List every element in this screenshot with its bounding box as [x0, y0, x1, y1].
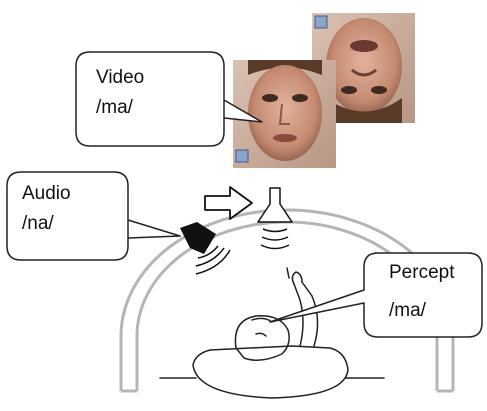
- speaker-outline-icon: [257, 187, 293, 250]
- video-callout-bubble: [75, 51, 263, 147]
- listener-figure: [159, 267, 385, 399]
- video-phoneme: /ma/: [96, 97, 133, 118]
- percept-phoneme: /ma/: [389, 300, 426, 321]
- video-label: Video: [96, 67, 145, 88]
- speaker-icon: [180, 222, 231, 275]
- frame-corner-icon: [314, 15, 328, 29]
- right-arrow-icon: [204, 186, 253, 220]
- frame-corner-icon: [235, 149, 249, 163]
- percept-callout-bubble: [269, 252, 483, 338]
- audio-label: Audio: [22, 183, 71, 204]
- percept-label: Percept: [389, 262, 455, 283]
- upright-face-frame: [233, 60, 336, 168]
- audio-phoneme: /na/: [22, 213, 54, 234]
- audio-callout-bubble: [6, 171, 181, 261]
